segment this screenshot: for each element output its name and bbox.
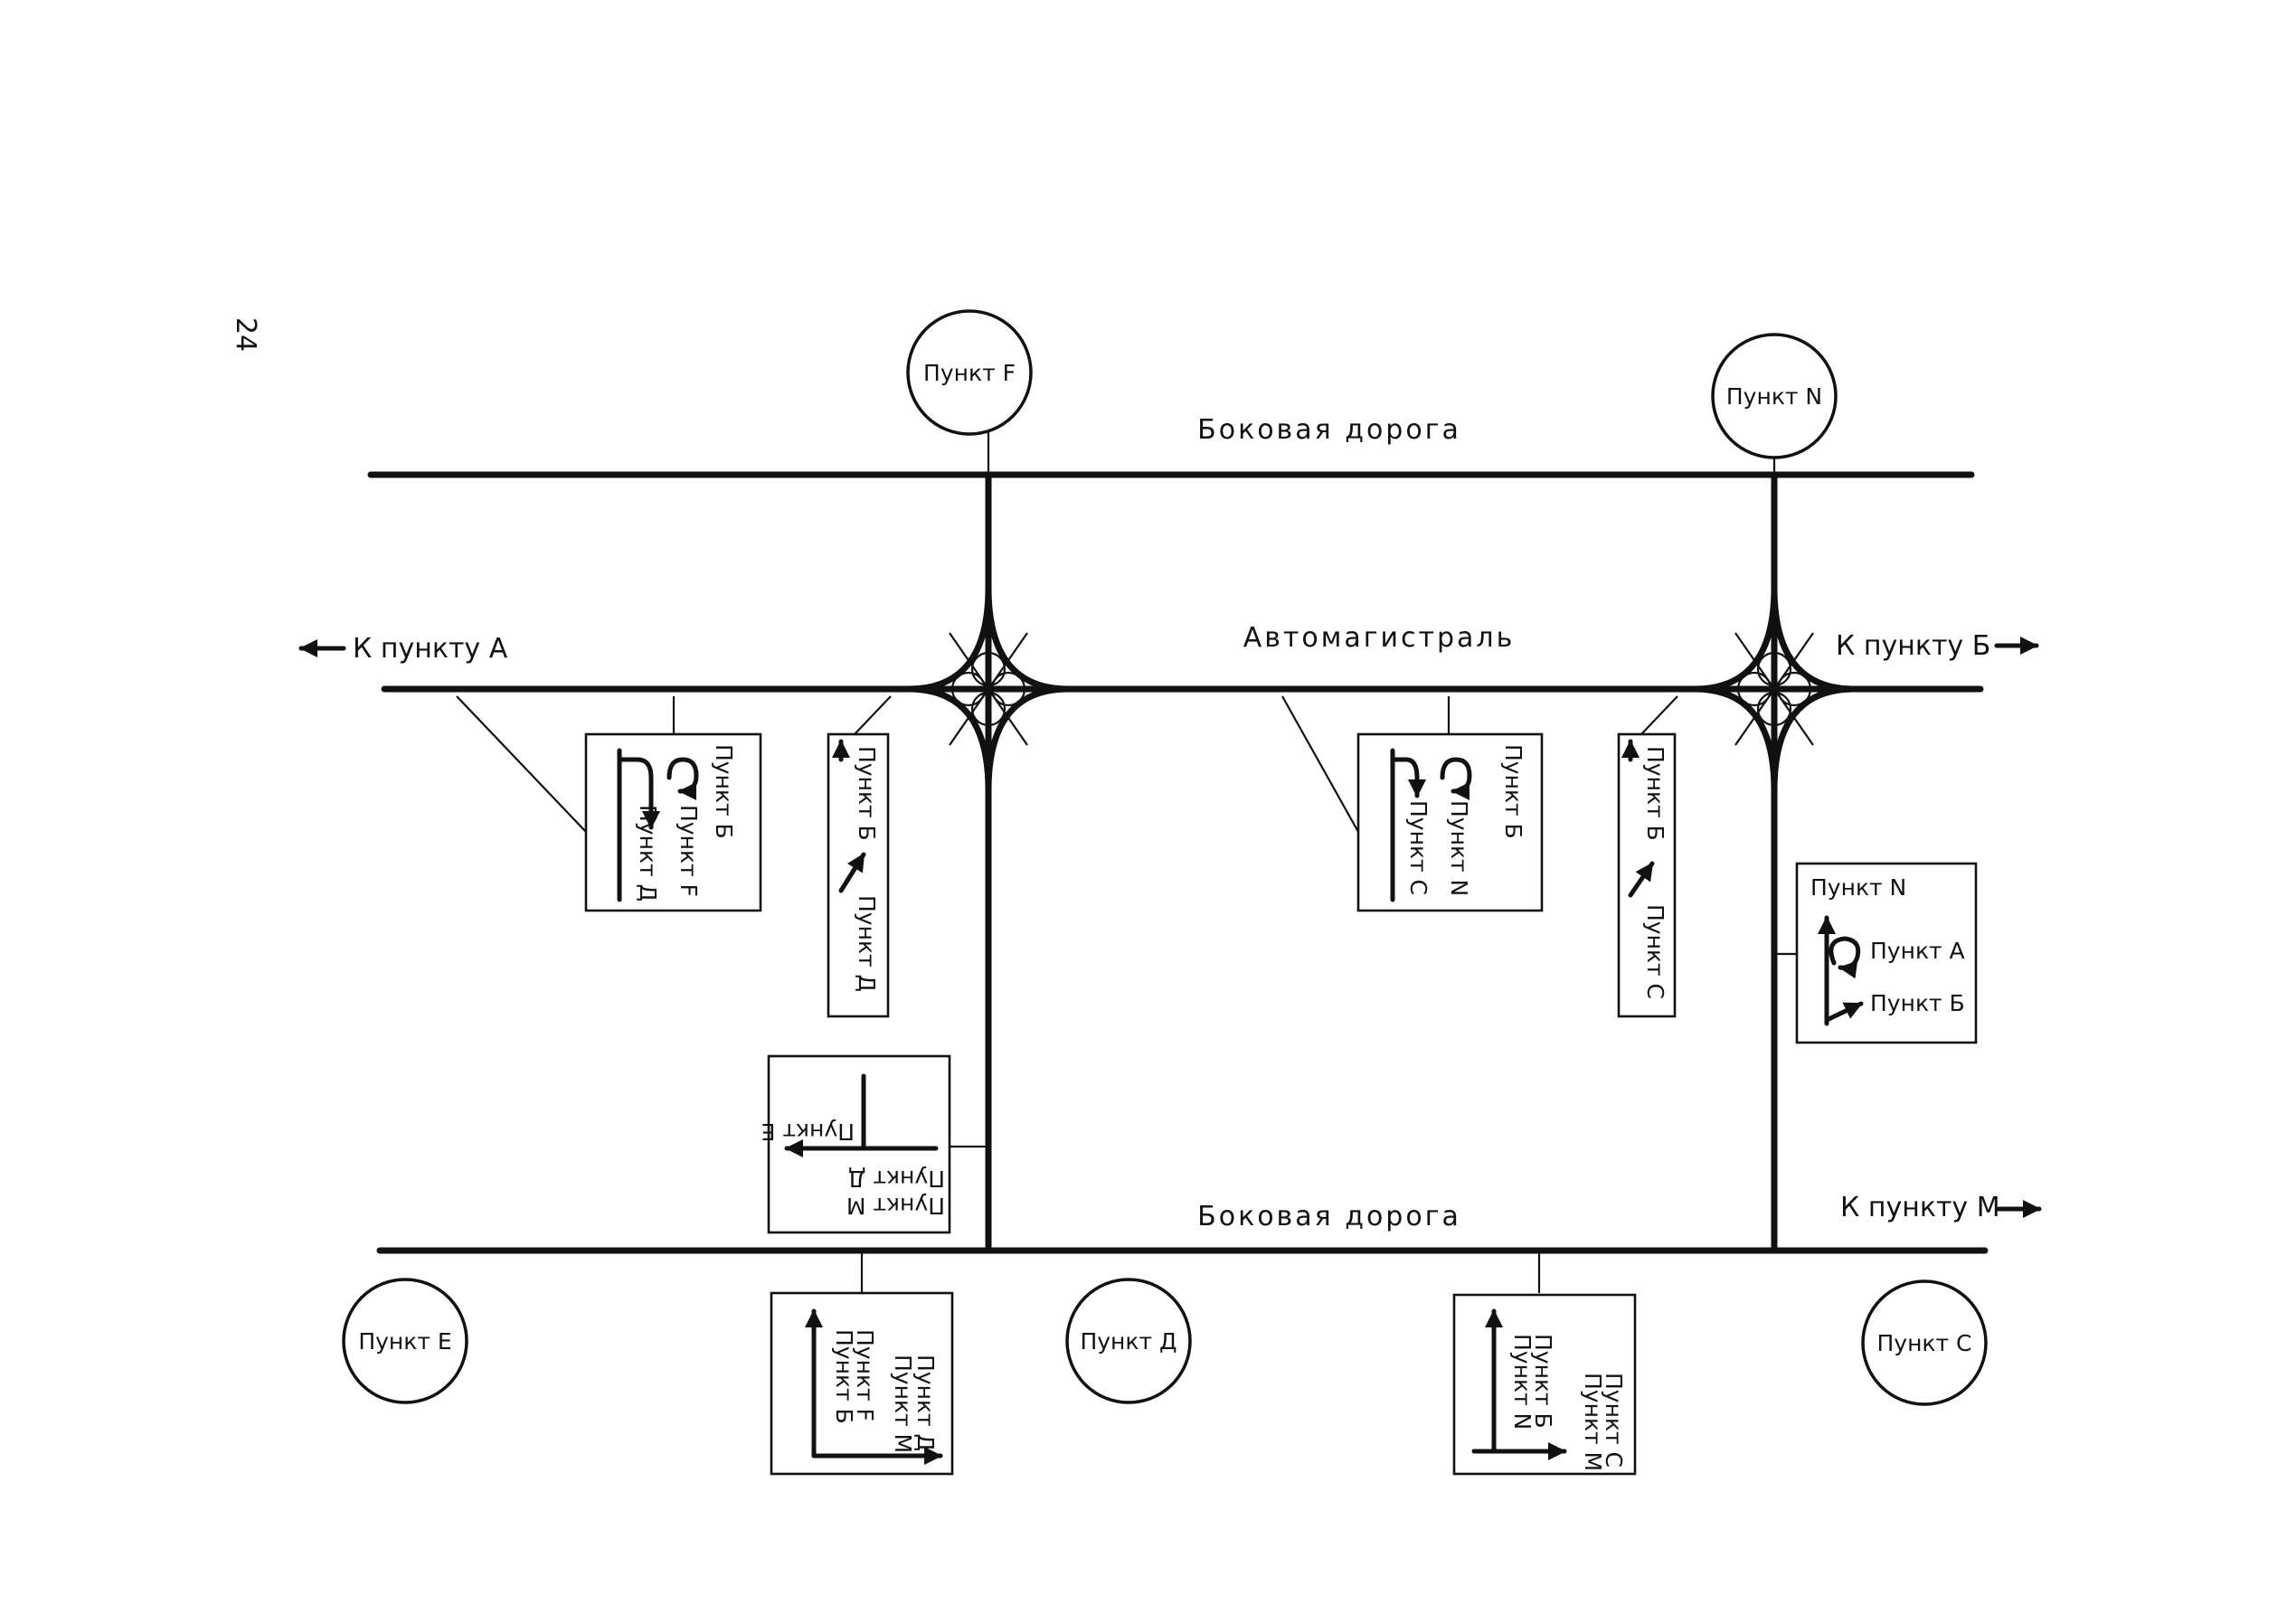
point-c: Пункт С bbox=[1861, 1279, 1988, 1406]
direction-to-b: К пункту Б bbox=[1836, 630, 2039, 662]
sign-6-line-3: Пункт М bbox=[846, 1193, 945, 1219]
sign-7-line-2: Пункт М bbox=[890, 1355, 916, 1453]
sign-1: Пункт Б Пункт F Пункт Д bbox=[584, 732, 762, 912]
sign-5-line-3: Пункт Б bbox=[1870, 990, 1965, 1016]
point-d: Пункт Д bbox=[1065, 1278, 1192, 1404]
sign-1-line-2: Пункт F bbox=[676, 805, 702, 897]
sign-8-line-1: Пункт С bbox=[1601, 1373, 1627, 1468]
sign-5: Пункт N Пункт А Пункт Б bbox=[1795, 862, 1978, 1044]
cloverleaf-interchange-right bbox=[1691, 584, 1857, 794]
direction-to-a: К пункту А bbox=[298, 633, 508, 665]
sign-8-line-4: Пункт N bbox=[1509, 1334, 1536, 1430]
point-f: Пункт F bbox=[906, 309, 1033, 436]
sign-4-line-1: Пункт Б bbox=[1642, 746, 1668, 841]
point-e-label: Пункт Е bbox=[358, 1328, 451, 1355]
sign-6-line-2: Пункт Д bbox=[848, 1166, 945, 1192]
sign-5-line-1: Пункт N bbox=[1810, 874, 1906, 901]
point-e: Пункт Е bbox=[342, 1278, 468, 1404]
sign-4: Пункт Б Пункт С bbox=[1617, 732, 1677, 1018]
point-n-label: Пункт N bbox=[1726, 383, 1822, 410]
sign-3-line-1: Пункт Б bbox=[1500, 744, 1526, 839]
cloverleaf-interchange-left bbox=[905, 584, 1072, 794]
sign-6: Пункт Е Пункт Д Пункт М bbox=[761, 1054, 951, 1234]
highway-label: Автомагистраль bbox=[1243, 622, 1516, 654]
sign-2: Пункт Б Пункт Д bbox=[827, 732, 890, 1018]
sign-2-line-1: Пункт Б bbox=[854, 746, 880, 841]
sign-2-line-2: Пункт Д bbox=[854, 895, 880, 992]
sign-5-line-2: Пункт А bbox=[1870, 938, 1965, 964]
point-f-label: Пункт F bbox=[923, 360, 1016, 386]
direction-to-m: К пункту М bbox=[1840, 1192, 2042, 1223]
side-road-top-label: Боковая дорога bbox=[1197, 414, 1461, 446]
direction-to-m-label: К пункту М bbox=[1840, 1192, 2000, 1223]
point-c-label: Пункт С bbox=[1876, 1330, 1971, 1356]
point-n: Пункт N bbox=[1711, 333, 1838, 459]
sign-3: Пункт Б Пункт N Пункт С bbox=[1356, 732, 1544, 912]
side-road-bottom-label: Боковая дорога bbox=[1197, 1201, 1461, 1232]
sign-3-line-3: Пункт С bbox=[1405, 800, 1432, 895]
sign-8-line-3: Пункт Б bbox=[1530, 1334, 1556, 1429]
sign-8: Пункт С Пункт М Пункт Б Пункт N bbox=[1452, 1293, 1637, 1476]
sign-7: Пункт Д Пункт М Пункт F Пункт Б bbox=[770, 1291, 954, 1476]
direction-to-b-label: К пункту Б bbox=[1836, 630, 1990, 662]
sign-7-line-1: Пункт Д bbox=[912, 1355, 939, 1451]
sign-4-line-2: Пункт С bbox=[1642, 904, 1668, 999]
sign-1-line-1: Пункт Б bbox=[711, 744, 737, 839]
sign-7-line-3: Пункт F bbox=[852, 1329, 878, 1421]
sign-8-line-2: Пункт М bbox=[1580, 1373, 1606, 1471]
sign-3-line-2: Пункт N bbox=[1446, 800, 1472, 896]
sign-6-line-1: Пункт Е bbox=[761, 1119, 855, 1145]
sign-7-line-4: Пункт Б bbox=[831, 1329, 857, 1424]
page-number: 24 bbox=[230, 317, 261, 352]
point-d-label: Пункт Д bbox=[1080, 1328, 1177, 1355]
direction-to-a-label: К пункту А bbox=[353, 633, 508, 665]
sign-1-line-3: Пункт Д bbox=[635, 805, 661, 902]
